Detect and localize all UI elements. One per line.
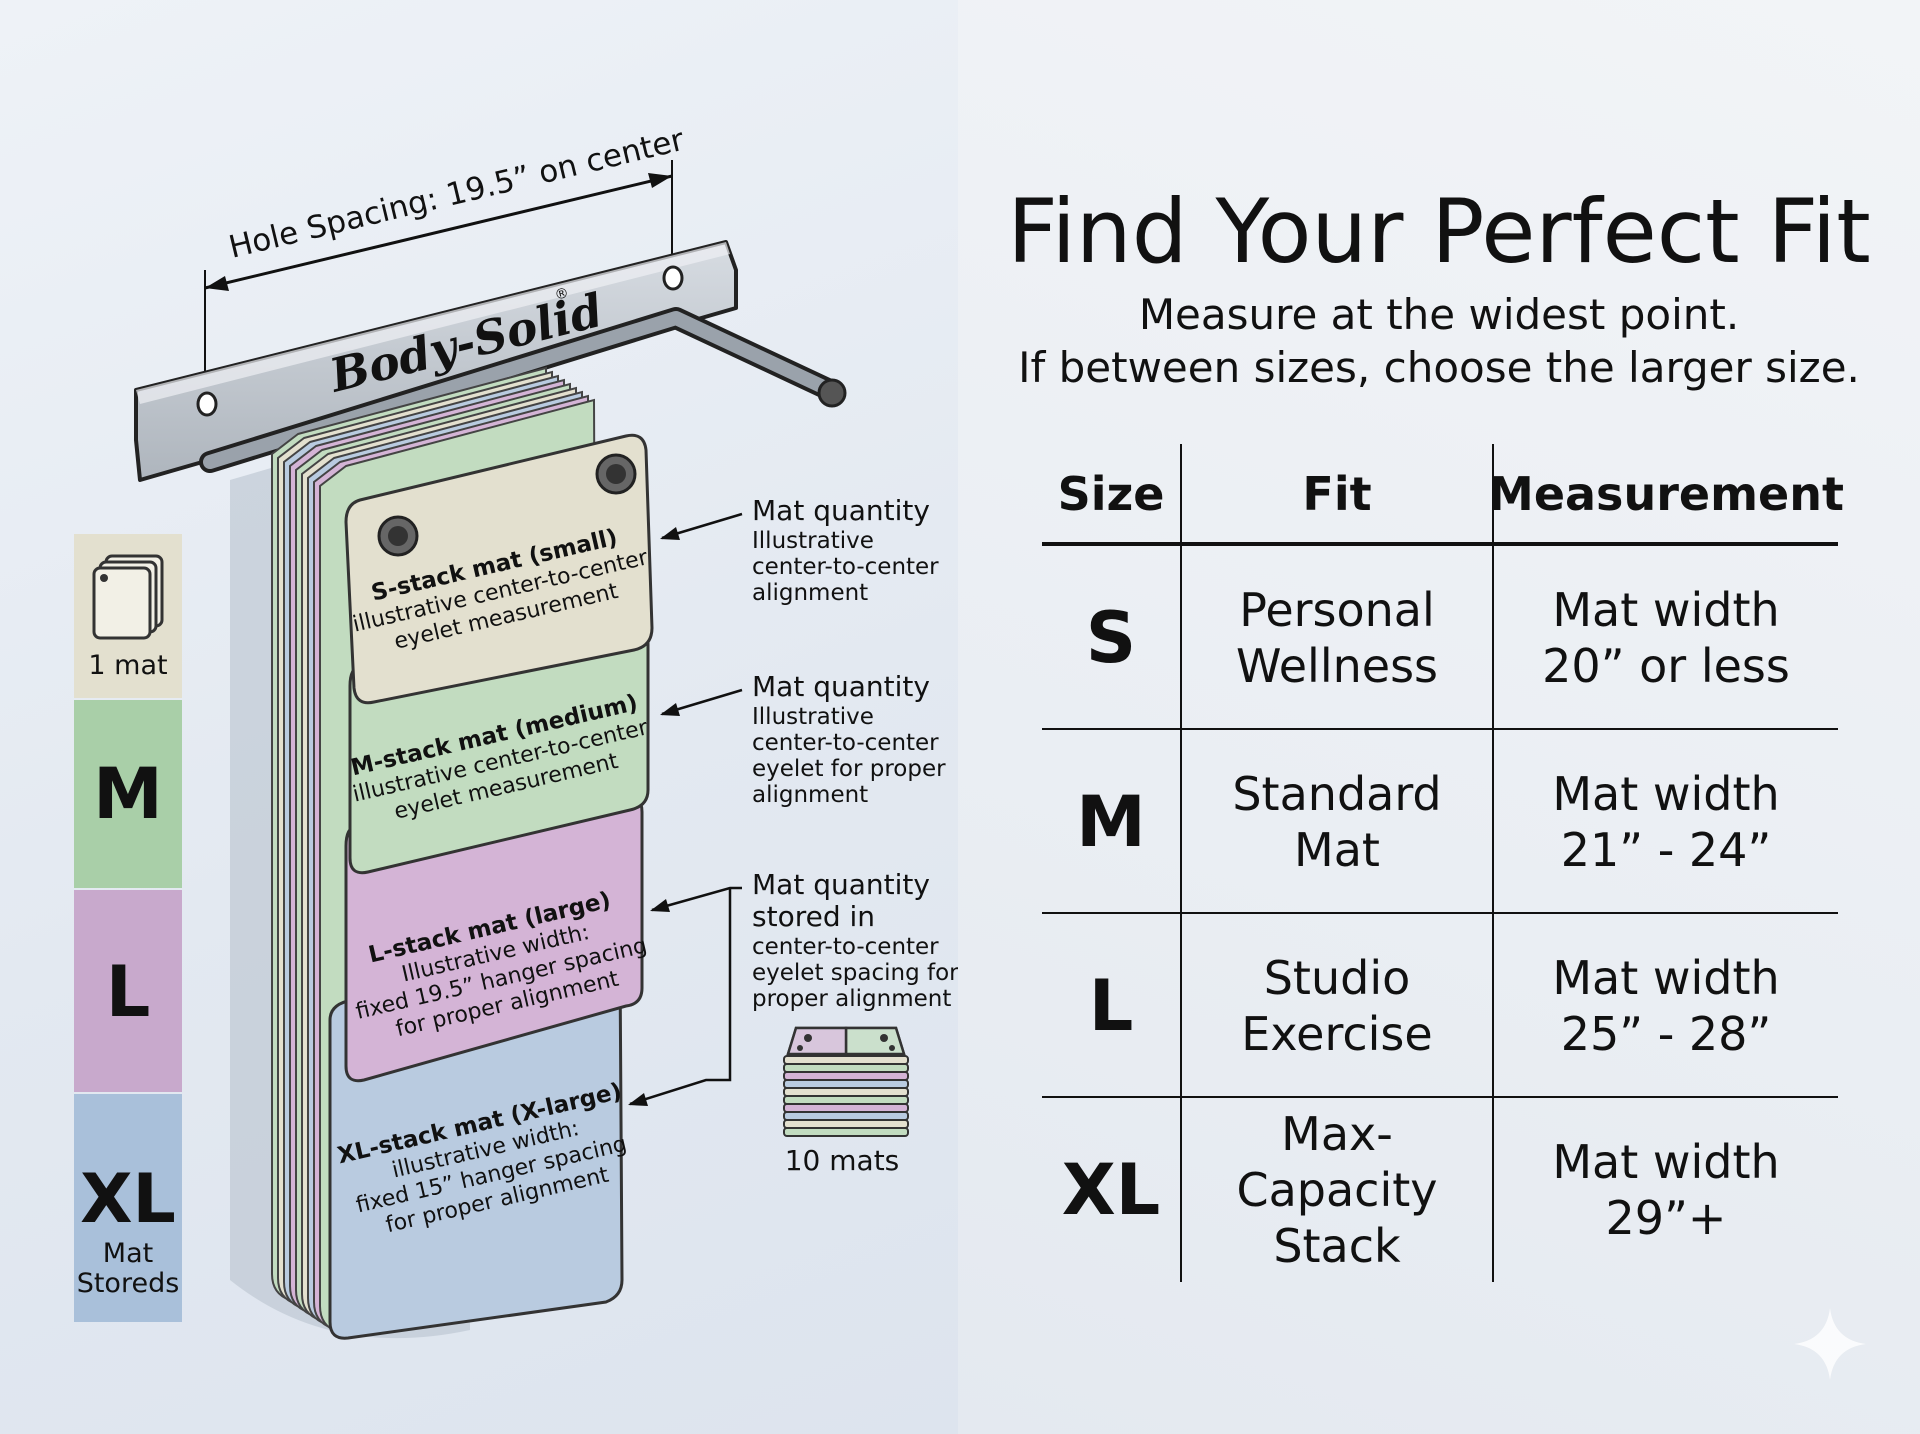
row-l-measurement: Mat width 25” - 28” xyxy=(1494,914,1838,1098)
callout-3-title: Mat quantity xyxy=(752,868,930,901)
column-divider-2 xyxy=(1492,444,1494,1282)
legend-m xyxy=(74,700,182,888)
row-m-meas-line-1: Mat width xyxy=(1552,767,1780,821)
legend-s-label: 1 mat xyxy=(88,650,167,681)
sparkle-icon xyxy=(1794,1308,1866,1380)
row-l-fit: Studio Exercise xyxy=(1182,914,1492,1098)
callout-3-line-1: center-to-center xyxy=(752,934,939,960)
row-xl-size: XL xyxy=(1061,1149,1161,1231)
row-divider-1 xyxy=(1042,728,1838,730)
legend-xl-sub-1: Mat xyxy=(103,1238,153,1269)
callout-3: Mat quantity stored in center-to-center … xyxy=(628,868,958,1106)
row-m-meas-line-2: 21” - 24” xyxy=(1560,823,1772,877)
eyelet-left xyxy=(377,515,419,557)
row-s-fit-line-2: Wellness xyxy=(1235,639,1439,693)
row-m-size: M xyxy=(1076,781,1146,863)
stack-icon-layer xyxy=(783,1119,909,1129)
row-s-fit-line-1: Personal xyxy=(1239,583,1435,637)
row-m-fit: Standard Mat xyxy=(1182,730,1492,914)
page-title: Find Your Perfect Fit xyxy=(1007,180,1871,283)
callout-3-title-2: stored in xyxy=(752,900,875,933)
header-size: Size xyxy=(1057,467,1165,521)
row-xl-fit: Max-Capacity Stack xyxy=(1182,1098,1492,1282)
callout-1-title: Mat quantity xyxy=(752,494,930,527)
callout-1: Mat quantity Illustrative center-to-cent… xyxy=(660,494,939,606)
subtitle-line-1: Measure at the widest point. xyxy=(1138,290,1740,339)
row-s-measurement: Mat width 20” or less xyxy=(1494,546,1838,730)
row-l-fit-line-1: Studio xyxy=(1263,951,1411,1005)
row-xl-fit-line-2: Stack xyxy=(1273,1219,1401,1273)
legend-xl xyxy=(74,1094,182,1322)
row-xl-meas-line-2: 29”+ xyxy=(1605,1191,1727,1245)
stack-icon-layer xyxy=(783,1079,909,1089)
callout-3-line-2: eyelet spacing for xyxy=(752,960,958,986)
stack-icon-layer xyxy=(783,1095,909,1105)
row-m-fit-line-1: Standard xyxy=(1232,767,1442,821)
callout-2-line-3: eyelet for proper xyxy=(752,756,946,782)
legend-xl-label: XL xyxy=(80,1160,176,1239)
row-l-meas-line-1: Mat width xyxy=(1552,951,1780,1005)
size-legend: 1 mat M L XL Mat Storeds xyxy=(74,534,182,1322)
row-s-meas-line-1: Mat width xyxy=(1552,583,1780,637)
mat-s xyxy=(344,433,654,705)
row-m-measurement: Mat width 21” - 24” xyxy=(1494,730,1838,914)
legend-xl-sub-2: Storeds xyxy=(77,1268,180,1299)
row-m-fit-line-2: Mat xyxy=(1294,823,1380,877)
hole-spacing-label: Hole Spacing: 19.5” on center xyxy=(225,122,687,266)
row-divider-2 xyxy=(1042,912,1838,914)
header-divider xyxy=(1042,542,1838,546)
row-xl-meas-line-1: Mat width xyxy=(1552,1135,1780,1189)
stack-icon-layer xyxy=(783,1063,909,1073)
column-divider-1 xyxy=(1180,444,1182,1282)
row-l-size: L xyxy=(1088,965,1134,1047)
size-chart-panel xyxy=(958,0,1920,1434)
callout-3-line-3: proper alignment xyxy=(752,986,951,1012)
row-s-meas-line-2: 20” or less xyxy=(1542,639,1790,693)
stack-icon-layer xyxy=(783,1055,909,1065)
hanger-diagram: Hole Spacing: 19.5” on center Body-Solid… xyxy=(74,122,958,1340)
stack-icon-layer xyxy=(783,1087,909,1097)
row-l-meas-line-2: 25” - 28” xyxy=(1560,1007,1772,1061)
stack-icon-label: 10 mats xyxy=(785,1144,900,1177)
callout-1-line-3: alignment xyxy=(752,580,868,606)
header-measurement: Measurement xyxy=(1488,467,1844,521)
row-l-fit-line-2: Exercise xyxy=(1241,1007,1433,1061)
row-xl-fit-line-1: Max-Capacity xyxy=(1236,1107,1438,1217)
callout-2: Mat quantity Illustrative center-to-cent… xyxy=(660,670,946,808)
eyelet-right xyxy=(595,453,637,495)
stack-icon-layer xyxy=(783,1127,909,1137)
header-fit: Fit xyxy=(1302,467,1372,521)
callout-2-line-4: alignment xyxy=(752,782,868,808)
mount-hole-left xyxy=(196,391,218,417)
mount-hole-right xyxy=(662,265,684,291)
subtitle-line-2: If between sizes, choose the larger size… xyxy=(1018,343,1860,392)
row-s-fit: Personal Wellness xyxy=(1182,546,1492,730)
mat-stack-icon: 10 mats xyxy=(783,1026,909,1177)
stack-icon-layer xyxy=(783,1111,909,1121)
row-s-size: S xyxy=(1085,597,1137,679)
brand-registered-mark: ® xyxy=(553,285,570,304)
legend-l xyxy=(74,890,182,1092)
mat-stack xyxy=(328,433,654,1340)
stack-icon-layer xyxy=(783,1071,909,1081)
row-xl-measurement: Mat width 29”+ xyxy=(1494,1098,1838,1282)
legend-m-label: M xyxy=(93,753,163,835)
callout-2-line-1: Illustrative xyxy=(752,704,874,730)
row-divider-3 xyxy=(1042,1096,1838,1098)
callout-1-line-2: center-to-center xyxy=(752,554,939,580)
legend-l-label: L xyxy=(106,951,151,1033)
stack-icon-layer xyxy=(783,1103,909,1113)
callout-2-title: Mat quantity xyxy=(752,670,930,703)
callout-1-line-1: Illustrative xyxy=(752,528,874,554)
hanger-rod xyxy=(199,307,847,473)
single-mat-icon xyxy=(92,554,164,640)
callout-2-line-2: center-to-center xyxy=(752,730,939,756)
